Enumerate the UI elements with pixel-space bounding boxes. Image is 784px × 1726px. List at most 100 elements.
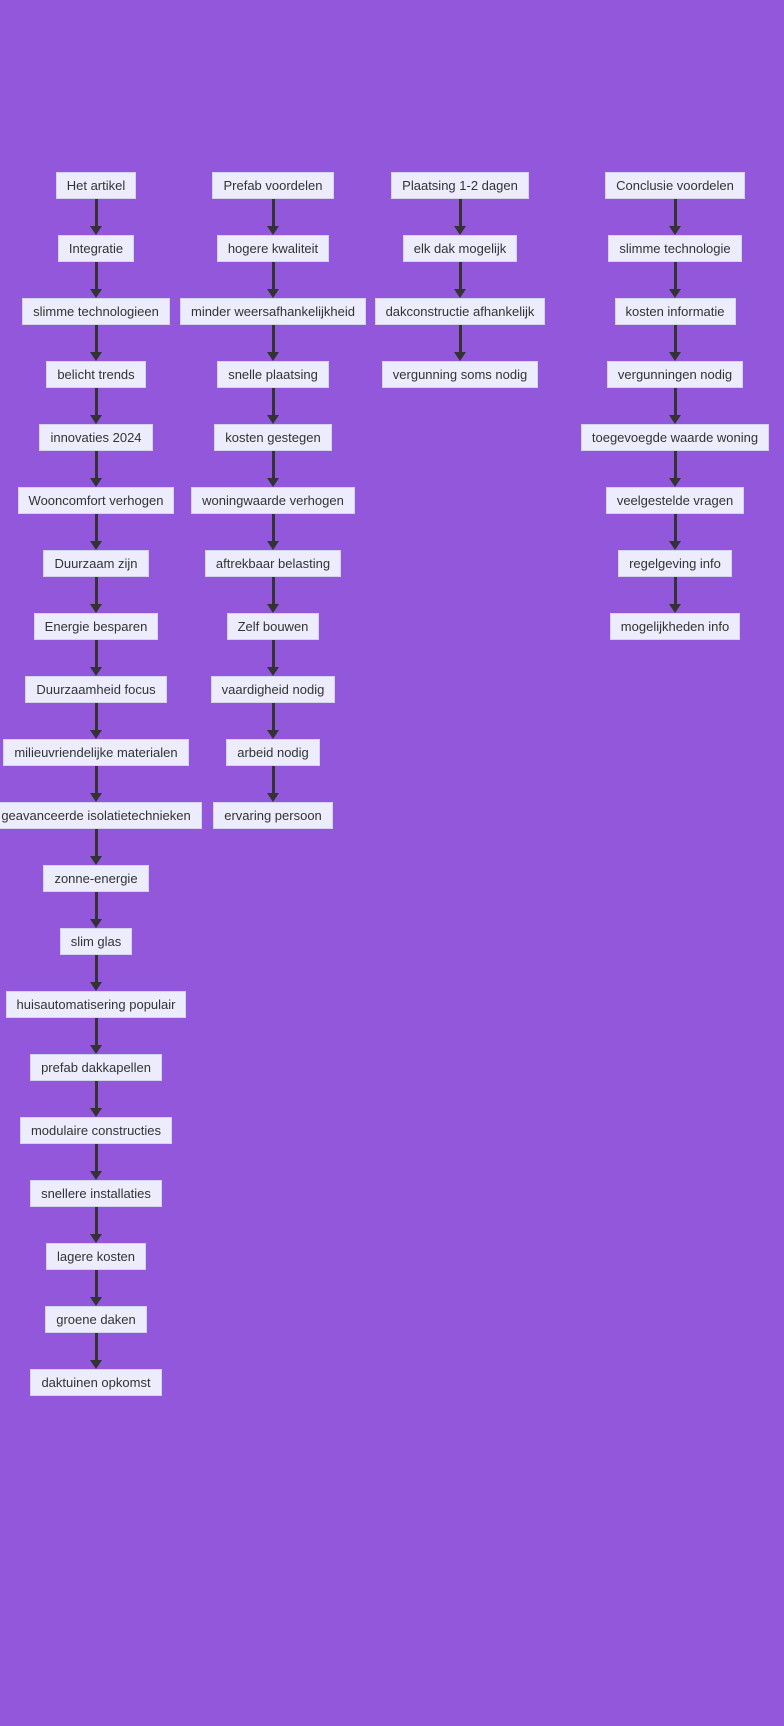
arrowhead-down-icon [669, 541, 681, 550]
flow-node[interactable]: arbeid nodig [226, 739, 320, 766]
flow-edge [266, 262, 280, 298]
arrowhead-down-icon [90, 226, 102, 235]
flow-node[interactable]: Conclusie voordelen [605, 172, 745, 199]
flow-node[interactable]: geavanceerde isolatietechnieken [0, 802, 202, 829]
flow-node[interactable]: slim glas [59, 928, 133, 955]
flow-edge [89, 325, 103, 361]
flow-node[interactable]: prefab dakkapellen [30, 1054, 162, 1081]
flow-node[interactable]: veelgestelde vragen [605, 487, 745, 514]
arrowhead-down-icon [90, 478, 102, 487]
arrowhead-down-icon [90, 289, 102, 298]
flow-column-prefab-voordelen: Prefab voordelen hogere kwaliteit minder w… [179, 172, 367, 829]
flow-node[interactable]: vergunningen nodig [606, 361, 744, 388]
flow-edge [266, 577, 280, 613]
flow-edge [266, 514, 280, 550]
arrowhead-down-icon [267, 793, 279, 802]
flow-node[interactable]: lagere kosten [45, 1243, 147, 1270]
flow-edge [453, 325, 467, 361]
flow-node[interactable]: kosten gestegen [214, 424, 332, 451]
edge-line [94, 1144, 98, 1172]
flow-node[interactable]: slimme technologieen [22, 298, 170, 325]
flow-node[interactable]: modulaire constructies [19, 1117, 173, 1144]
edge-line [271, 514, 275, 542]
flow-node[interactable]: vaardigheid nodig [210, 676, 336, 703]
flow-node[interactable]: woningwaarde verhogen [191, 487, 355, 514]
flow-column-plaatsing: Plaatsing 1-2 dagen elk dak mogelijk dakco… [354, 172, 566, 388]
flow-node[interactable]: snellere installaties [30, 1180, 162, 1207]
flow-node[interactable]: Prefab voordelen [212, 172, 334, 199]
flow-node[interactable]: hogere kwaliteit [216, 235, 330, 262]
edge-line [673, 577, 677, 605]
flow-edge [668, 325, 682, 361]
flow-node[interactable]: elk dak mogelijk [402, 235, 518, 262]
edge-line [673, 199, 677, 227]
edge-line [94, 640, 98, 668]
arrowhead-down-icon [669, 604, 681, 613]
flow-node[interactable]: aftrekbaar belasting [204, 550, 342, 577]
edge-line [94, 325, 98, 353]
arrowhead-down-icon [90, 1234, 102, 1243]
flow-edge [266, 703, 280, 739]
edge-line [94, 199, 98, 227]
flow-node[interactable]: daktuinen opkomst [30, 1369, 162, 1396]
flow-edge [89, 199, 103, 235]
flow-node[interactable]: vergunning soms nodig [381, 361, 539, 388]
edge-line [271, 640, 275, 668]
flow-node[interactable]: dakconstructie afhankelijk [374, 298, 546, 325]
flow-node[interactable]: huisautomatisering populair [5, 991, 187, 1018]
flow-node[interactable]: milieuvriendelijke materialen [3, 739, 189, 766]
arrowhead-down-icon [267, 667, 279, 676]
flow-edge [89, 1018, 103, 1054]
arrowhead-down-icon [267, 478, 279, 487]
arrowhead-down-icon [90, 1171, 102, 1180]
flow-node[interactable]: slimme technologie [608, 235, 742, 262]
arrowhead-down-icon [267, 730, 279, 739]
edge-line [673, 514, 677, 542]
arrowhead-down-icon [90, 919, 102, 928]
flow-node[interactable]: regelgeving info [618, 550, 732, 577]
flow-edge [668, 388, 682, 424]
edge-line [94, 388, 98, 416]
flow-node[interactable]: groene daken [45, 1306, 147, 1333]
edge-line [673, 451, 677, 479]
flow-edge [266, 199, 280, 235]
flow-edge [89, 1270, 103, 1306]
edge-line [94, 892, 98, 920]
arrowhead-down-icon [90, 730, 102, 739]
arrowhead-down-icon [454, 226, 466, 235]
flow-node[interactable]: Duurzaamheid focus [25, 676, 167, 703]
flow-node[interactable]: Het artikel [55, 172, 137, 199]
flow-node[interactable]: Integratie [57, 235, 135, 262]
flow-edge [266, 640, 280, 676]
flow-node[interactable]: snelle plaatsing [217, 361, 329, 388]
flow-node[interactable]: zonne-energie [43, 865, 149, 892]
flow-edge [89, 829, 103, 865]
edge-line [94, 1333, 98, 1361]
flow-node[interactable]: kosten informatie [614, 298, 736, 325]
flow-node[interactable]: ervaring persoon [213, 802, 333, 829]
arrowhead-down-icon [90, 415, 102, 424]
edge-line [94, 1270, 98, 1298]
arrowhead-down-icon [267, 352, 279, 361]
flow-node[interactable]: toegevoegde waarde woning [580, 424, 770, 451]
edge-line [94, 955, 98, 983]
flow-edge [89, 577, 103, 613]
flow-node[interactable]: innovaties 2024 [39, 424, 153, 451]
flow-edge [89, 766, 103, 802]
flow-node[interactable]: minder weersafhankelijkheid [179, 298, 367, 325]
flow-node[interactable]: belicht trends [46, 361, 146, 388]
arrowhead-down-icon [267, 226, 279, 235]
edge-line [271, 451, 275, 479]
flow-node[interactable]: Zelf bouwen [226, 613, 320, 640]
arrowhead-down-icon [669, 352, 681, 361]
flow-node[interactable]: mogelijkheden info [609, 613, 741, 640]
arrowhead-down-icon [669, 415, 681, 424]
flow-node[interactable]: Plaatsing 1-2 dagen [391, 172, 529, 199]
flow-edge [266, 325, 280, 361]
flow-node[interactable]: Wooncomfort verhogen [17, 487, 175, 514]
edge-line [94, 514, 98, 542]
edge-line [94, 1081, 98, 1109]
flow-node[interactable]: Energie besparen [33, 613, 159, 640]
flow-node[interactable]: Duurzaam zijn [43, 550, 149, 577]
